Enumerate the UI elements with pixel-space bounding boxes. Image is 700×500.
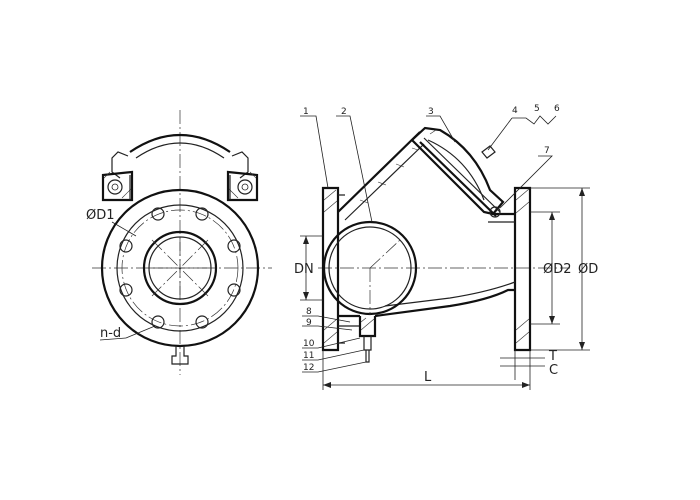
part-leaders bbox=[300, 115, 557, 373]
outlet-flange bbox=[513, 186, 532, 352]
bore-radial-lines bbox=[149, 237, 211, 299]
part-number-10: 10 bbox=[303, 339, 315, 349]
part-number-6: 6 bbox=[554, 104, 560, 114]
d-label: ØD bbox=[578, 262, 598, 277]
c-label: C bbox=[549, 363, 558, 378]
bolt-holes-label: n-d bbox=[100, 326, 121, 341]
ball bbox=[322, 220, 418, 316]
bolt-hole-icon bbox=[119, 239, 133, 253]
bolt-hole-icon bbox=[195, 315, 209, 329]
cover-bolt-icon bbox=[489, 206, 501, 218]
part-number-2: 2 bbox=[341, 107, 347, 117]
left-lug-bolt-icon bbox=[107, 179, 123, 195]
d2-dimension bbox=[530, 211, 560, 325]
drain-assembly bbox=[358, 316, 377, 363]
cover bbox=[410, 126, 505, 218]
end-view: ØD1 n-d bbox=[86, 110, 272, 375]
bolt-holes bbox=[119, 207, 241, 329]
dn-dimension bbox=[300, 235, 323, 301]
t-label: T bbox=[548, 349, 557, 364]
right-lug-bolt-icon bbox=[237, 179, 253, 195]
bolt-hole-icon bbox=[195, 207, 209, 221]
bolt-hole-icon bbox=[227, 283, 241, 297]
section-view: 1 2 3 4 5 6 7 8 9 10 11 12 DN ØD2 bbox=[294, 104, 598, 390]
bore-outer-circle bbox=[142, 230, 218, 306]
part-number-1: 1 bbox=[303, 107, 309, 117]
bolt-hole-icon bbox=[151, 207, 165, 221]
part-number-8: 8 bbox=[306, 307, 312, 317]
part-number-9: 9 bbox=[306, 318, 312, 328]
bolt-hole-icon bbox=[151, 315, 165, 329]
raised-face-circle bbox=[116, 204, 244, 332]
cover-top bbox=[111, 134, 249, 179]
left-lug bbox=[101, 170, 134, 202]
dn-label: DN bbox=[294, 262, 314, 277]
part-number-3: 3 bbox=[428, 107, 434, 117]
vent-plug-icon bbox=[481, 145, 496, 159]
d1-leader-line bbox=[111, 221, 137, 237]
d2-label: ØD2 bbox=[543, 262, 572, 277]
d-dimension bbox=[530, 187, 590, 351]
bolt-hole-icon bbox=[227, 239, 241, 253]
drain-plug bbox=[171, 346, 189, 365]
part-number-7: 7 bbox=[544, 146, 550, 156]
nd-leader-line bbox=[125, 325, 156, 339]
l-label: L bbox=[424, 370, 432, 385]
bolt-hole-icon bbox=[119, 283, 133, 297]
part-number-4: 4 bbox=[512, 106, 518, 116]
bolt-circle bbox=[121, 209, 239, 327]
flange-outer-circle bbox=[100, 188, 260, 348]
valve-body bbox=[337, 131, 516, 327]
tc-dimension bbox=[500, 350, 545, 380]
part-number-11: 11 bbox=[303, 351, 314, 361]
bolt-circle-label: ØD1 bbox=[86, 208, 115, 223]
l-dimension bbox=[322, 350, 531, 390]
part-number-5: 5 bbox=[534, 104, 540, 114]
part-number-12: 12 bbox=[303, 363, 314, 373]
